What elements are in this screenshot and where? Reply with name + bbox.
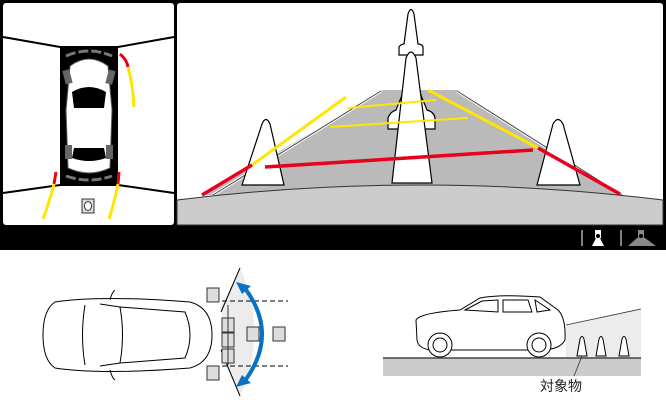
top-view-panel bbox=[2, 3, 175, 225]
suv-side-icon bbox=[415, 295, 566, 358]
cone-icon bbox=[536, 118, 581, 186]
cone-icons bbox=[241, 8, 581, 186]
front-camera-wide-icon[interactable] bbox=[628, 230, 656, 246]
top-view-camera-icon[interactable] bbox=[592, 230, 604, 246]
vehicle-top-icon bbox=[42, 289, 213, 381]
cone-icon bbox=[241, 118, 285, 186]
sweep-arrow-icon bbox=[242, 285, 264, 384]
cone-icons bbox=[576, 336, 630, 357]
front-camera-panel bbox=[176, 3, 664, 226]
cone-icon bbox=[618, 336, 630, 357]
object-label: 対象物 bbox=[540, 379, 582, 395]
object-marker-icon bbox=[81, 198, 95, 214]
detection-side-view bbox=[383, 295, 642, 377]
cone-icon bbox=[595, 336, 607, 357]
cone-icon bbox=[398, 8, 424, 56]
cone-icon bbox=[576, 336, 588, 357]
vehicle-bumper-ground bbox=[176, 184, 664, 226]
detection-area-top-view bbox=[42, 267, 288, 397]
cone-icon bbox=[391, 51, 433, 184]
leader-line bbox=[573, 355, 583, 377]
vehicle-top-icon bbox=[62, 49, 116, 182]
